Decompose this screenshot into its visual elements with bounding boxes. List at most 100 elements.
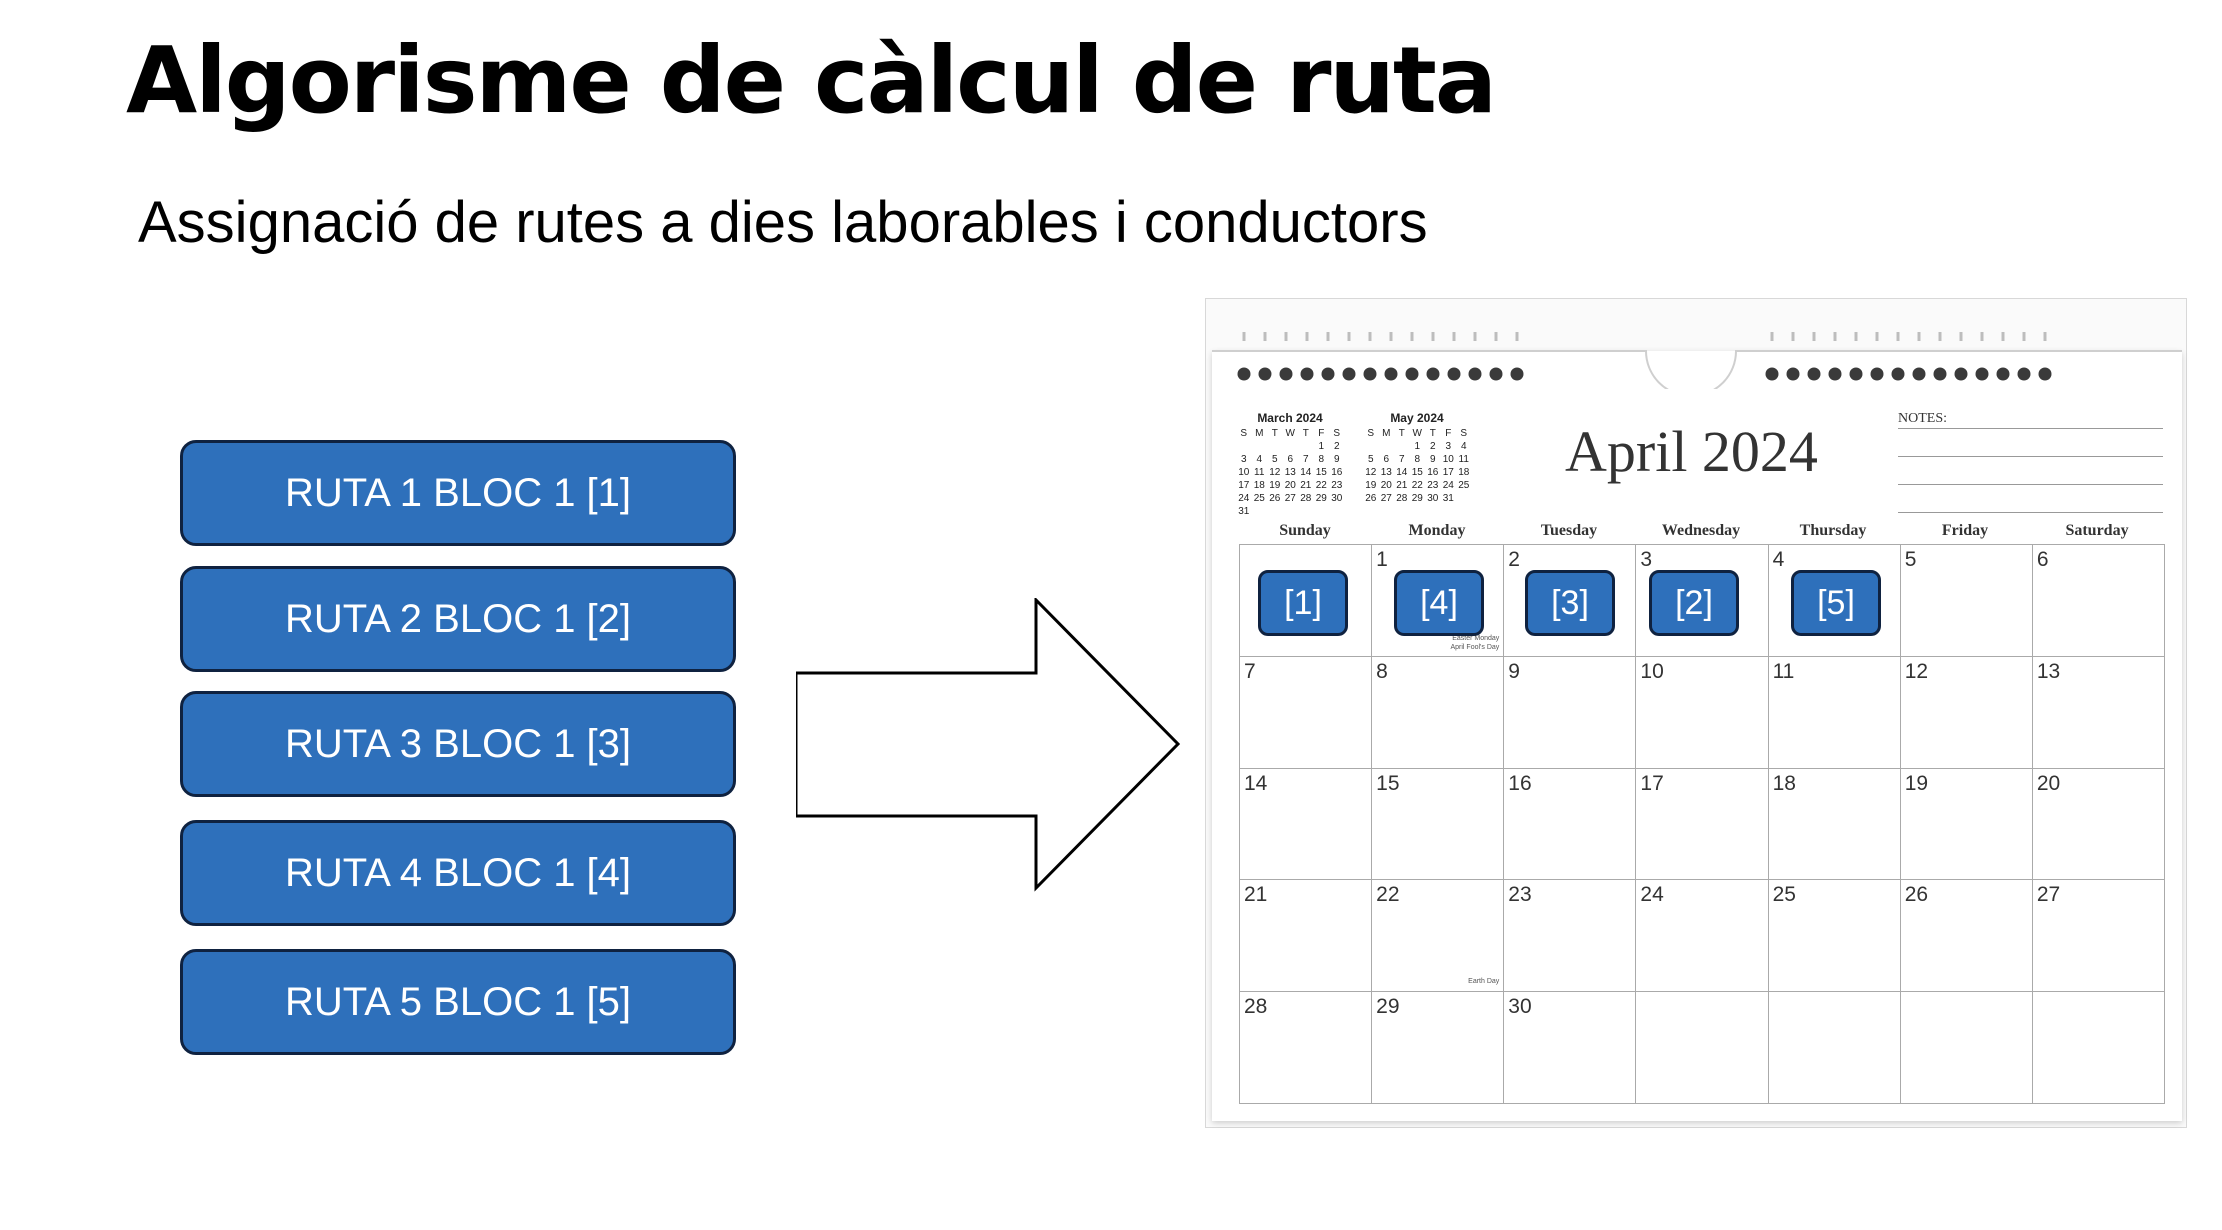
- binding-ring: [1917, 332, 1921, 341]
- mini-march-day: [1283, 441, 1299, 452]
- mini-march-day: [1298, 441, 1314, 452]
- mini-march-day: 17: [1238, 480, 1250, 491]
- binding-hole: [1996, 367, 2010, 381]
- mini-may-day: 21: [1396, 480, 1408, 491]
- slide-subtitle: Assignació de rutes a dies laborables i …: [138, 190, 1428, 255]
- mini-march-day: 19: [1269, 480, 1281, 491]
- day-cell: [1636, 992, 1769, 1104]
- route-box-2: RUTA 2 BLOC 1 [2]: [180, 566, 736, 672]
- binding-hole: [1384, 367, 1398, 381]
- binding-ring: [1347, 332, 1351, 341]
- route-box-4: RUTA 4 BLOC 1 [4]: [180, 820, 736, 926]
- binding-hole: [1954, 367, 1968, 381]
- mini-march-day: 3: [1240, 454, 1247, 465]
- mini-may-weekday: S: [1460, 428, 1468, 439]
- binding-hole: [1447, 367, 1461, 381]
- mini-may-day: 29: [1411, 493, 1423, 504]
- mini-may-weekday: T: [1429, 428, 1436, 439]
- binding-hole: [1912, 367, 1926, 381]
- day-cell: 29: [1372, 992, 1505, 1104]
- mini-march-day: 31: [1238, 506, 1250, 517]
- slide-title: Algorisme de càlcul de ruta: [126, 27, 1497, 134]
- day-cell: 1 Easter Monday April Fool's Day: [1372, 545, 1505, 657]
- binding-ring: [1980, 332, 1984, 341]
- mini-may-day: 28: [1396, 493, 1408, 504]
- mini-march-weekday: T: [1302, 428, 1309, 439]
- holiday-label: April Fool's Day: [1450, 643, 1500, 651]
- mini-may-day: 4: [1460, 441, 1467, 452]
- day-cell: 12: [1900, 656, 2033, 769]
- mini-march-day: 7: [1302, 454, 1309, 465]
- mini-march-day: 29: [1315, 493, 1327, 504]
- day-cell: 24: [1636, 880, 1769, 993]
- binding-ring: [1791, 332, 1795, 341]
- binding-hole: [1975, 367, 1989, 381]
- day-cell: 20: [2032, 768, 2165, 881]
- mini-may-day: 5: [1367, 454, 1374, 465]
- mini-march-day: 15: [1315, 467, 1327, 478]
- notes-label: NOTES:: [1898, 411, 1947, 426]
- holiday-label: Easter Monday: [1452, 634, 1500, 642]
- binding-ring: [1854, 332, 1858, 341]
- binding-ring: [1410, 332, 1414, 341]
- route-badge-thursday: [5]: [1791, 570, 1881, 636]
- mini-may-day: 3: [1445, 441, 1452, 452]
- notes-line: [1898, 456, 2163, 457]
- mini-may-day: 8: [1414, 454, 1421, 465]
- binding-ring: [1896, 332, 1900, 341]
- notes-line: [1898, 512, 2163, 513]
- route-badge-wednesday: [2]: [1649, 570, 1739, 636]
- binding-hole: [1933, 367, 1947, 381]
- mini-may-day: 10: [1442, 454, 1454, 465]
- day-number: 22: [1376, 883, 1400, 907]
- mini-march-day: 13: [1284, 467, 1296, 478]
- day-cell: [2032, 992, 2165, 1104]
- day-cell: 18: [1768, 768, 1901, 881]
- binding-hole: [1510, 367, 1524, 381]
- mini-may-day: 17: [1442, 467, 1454, 478]
- route-box-5: RUTA 5 BLOC 1 [5]: [180, 949, 736, 1055]
- day-name-saturday: Saturday: [2065, 522, 2129, 539]
- day-cell: 6: [2032, 545, 2165, 657]
- day-number: 1: [1376, 548, 1388, 571]
- arrow-right-icon: [796, 598, 1181, 892]
- mini-march-day: 30: [1331, 493, 1343, 504]
- mini-may-weekday: M: [1382, 428, 1391, 439]
- binding-ring: [1515, 332, 1519, 341]
- binding-ring: [1326, 332, 1330, 341]
- calendar-page: [1212, 351, 2182, 1121]
- day-cell: [1900, 992, 2033, 1104]
- day-cell: 11: [1768, 656, 1901, 769]
- mini-march-day: 1: [1318, 441, 1325, 452]
- binding-ring: [1389, 332, 1393, 341]
- binding-hole: [1258, 367, 1272, 381]
- binding-hole: [1891, 367, 1905, 381]
- mini-march-weekday: W: [1285, 428, 1295, 439]
- binding-ring: [1452, 332, 1456, 341]
- binding-hole: [2017, 367, 2031, 381]
- day-cell: 8: [1372, 656, 1505, 769]
- mini-may-day: [1379, 441, 1395, 452]
- notes-line: [1898, 484, 2163, 485]
- mini-march-day: 25: [1253, 493, 1265, 504]
- binding-hole: [1405, 367, 1419, 381]
- day-cell: 27: [2032, 880, 2165, 993]
- day-cell: 21: [1240, 880, 1373, 993]
- day-name-friday: Friday: [1941, 522, 1989, 539]
- binding-hole: [1786, 367, 1800, 381]
- notes-line: [1898, 428, 2163, 429]
- mini-may-day: 15: [1411, 467, 1423, 478]
- binding-ring: [1431, 332, 1435, 341]
- binding-ring: [1770, 332, 1774, 341]
- day-cell: 17: [1636, 768, 1769, 881]
- mini-march-day: 28: [1300, 493, 1312, 504]
- calendar-grid: 1 Easter Monday April Fool's Day 2 3 4 5…: [1239, 544, 2165, 1104]
- mini-may-day: 9: [1429, 454, 1436, 465]
- mini-march-weekday: T: [1271, 428, 1278, 439]
- binding-hole: [1489, 367, 1503, 381]
- mini-march-day: 8: [1318, 454, 1325, 465]
- mini-march-day: [1267, 441, 1283, 452]
- mini-may-day: 14: [1396, 467, 1408, 478]
- mini-may-day: 23: [1427, 480, 1439, 491]
